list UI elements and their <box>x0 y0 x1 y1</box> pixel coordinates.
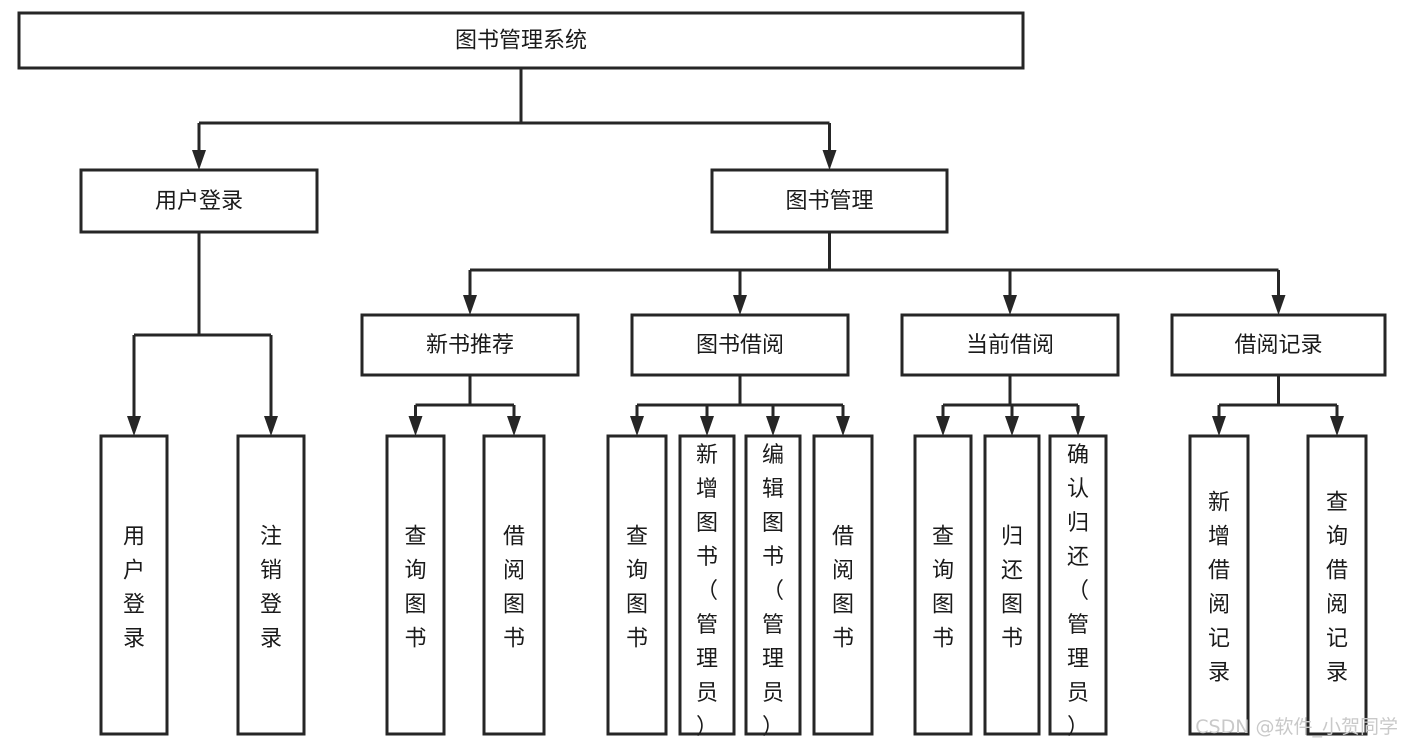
node-box-borrow-record[interactable] <box>1170 313 1387 377</box>
arrow-head-book-manage-3 <box>1271 295 1286 315</box>
node-label-leaf-borrow-book-2: 借阅图书 <box>832 525 854 652</box>
node-label-leaf-query-record: 查询借阅记录 <box>1326 491 1348 686</box>
node-box-leaf-add-book[interactable] <box>678 434 736 736</box>
node-box-leaf-add-record[interactable] <box>1188 434 1250 736</box>
node-box-current-borrow[interactable] <box>900 313 1120 377</box>
node-label-root: 图书管理系统 <box>455 29 587 54</box>
node-label-leaf-return-book: 归还图书 <box>1001 525 1023 652</box>
node-label-leaf-query-book-2: 查询图书 <box>626 525 648 652</box>
node-box-leaf-edit-book[interactable] <box>744 434 802 736</box>
arrow-head-book-borrow-0 <box>630 416 644 436</box>
node-box-leaf-query-record[interactable] <box>1306 434 1368 736</box>
node-box-book-manage[interactable] <box>710 168 949 234</box>
node-label-leaf-borrow-book-1: 借阅图书 <box>503 525 525 652</box>
node-label-leaf-logout: 注销登录 <box>260 525 282 652</box>
arrow-head-current-borrow-1 <box>1005 416 1019 436</box>
node-box-leaf-query-book-1[interactable] <box>385 434 446 736</box>
node-box-leaf-borrow-book-1[interactable] <box>482 434 546 736</box>
node-box-leaf-query-book-3[interactable] <box>913 434 973 736</box>
node-box-root[interactable] <box>17 11 1025 70</box>
node-label-leaf-user-login: 用户登录 <box>123 525 145 652</box>
node-label-leaf-query-book-3: 查询图书 <box>932 525 954 652</box>
arrow-head-borrow-record-1 <box>1330 416 1344 436</box>
node-box-book-borrow[interactable] <box>630 313 850 377</box>
arrow-head-user-login-0 <box>127 416 141 436</box>
node-label-leaf-edit-book: 编辑图书（管理员） <box>762 443 784 740</box>
arrow-head-new-book-recommend-1 <box>507 416 521 436</box>
arrow-head-current-borrow-2 <box>1071 416 1085 436</box>
arrow-head-current-borrow-0 <box>936 416 950 436</box>
arrow-head-book-borrow-2 <box>766 416 780 436</box>
node-box-leaf-query-book-2[interactable] <box>606 434 668 736</box>
arrow-head-book-manage-2 <box>1003 295 1017 315</box>
arrow-head-root-0 <box>192 150 206 170</box>
node-label-leaf-confirm-return: 确认归还（管理员） <box>1067 443 1089 740</box>
node-box-leaf-borrow-book-2[interactable] <box>812 434 874 736</box>
arrow-head-user-login-1 <box>264 416 278 436</box>
connector-links-layer <box>127 68 1344 436</box>
node-box-leaf-confirm-return[interactable] <box>1048 434 1108 736</box>
node-box-leaf-user-login[interactable] <box>99 434 169 736</box>
arrow-head-book-borrow-3 <box>836 416 850 436</box>
node-boxes-layer: 图书管理系统用户登录图书管理新书推荐图书借阅当前借阅借阅记录用户登录注销登录查询… <box>17 11 1387 740</box>
arrow-head-root-1 <box>822 150 837 170</box>
node-label-new-book-recommend: 新书推荐 <box>426 333 514 358</box>
node-label-leaf-query-book-1: 查询图书 <box>404 525 426 652</box>
arrow-head-book-manage-0 <box>463 295 477 315</box>
node-label-book-manage: 图书管理 <box>785 189 873 214</box>
node-label-leaf-add-book: 新增图书（管理员） <box>696 443 718 740</box>
csdn-watermark: CSDN @软件_小贺同学 <box>1195 716 1398 738</box>
node-label-book-borrow: 图书借阅 <box>696 333 784 358</box>
arrow-head-new-book-recommend-0 <box>408 416 423 436</box>
node-label-user-login: 用户登录 <box>155 189 243 214</box>
node-box-leaf-return-book[interactable] <box>983 434 1041 736</box>
node-label-borrow-record: 借阅记录 <box>1234 333 1322 358</box>
node-label-leaf-add-record: 新增借阅记录 <box>1208 491 1230 686</box>
arrow-head-borrow-record-0 <box>1212 416 1226 436</box>
node-box-user-login[interactable] <box>79 168 319 234</box>
node-box-new-book-recommend[interactable] <box>360 313 580 377</box>
node-box-leaf-logout[interactable] <box>236 434 306 736</box>
node-label-current-borrow: 当前借阅 <box>966 333 1054 358</box>
arrow-head-book-manage-1 <box>733 295 747 315</box>
arrow-head-book-borrow-1 <box>700 416 714 436</box>
